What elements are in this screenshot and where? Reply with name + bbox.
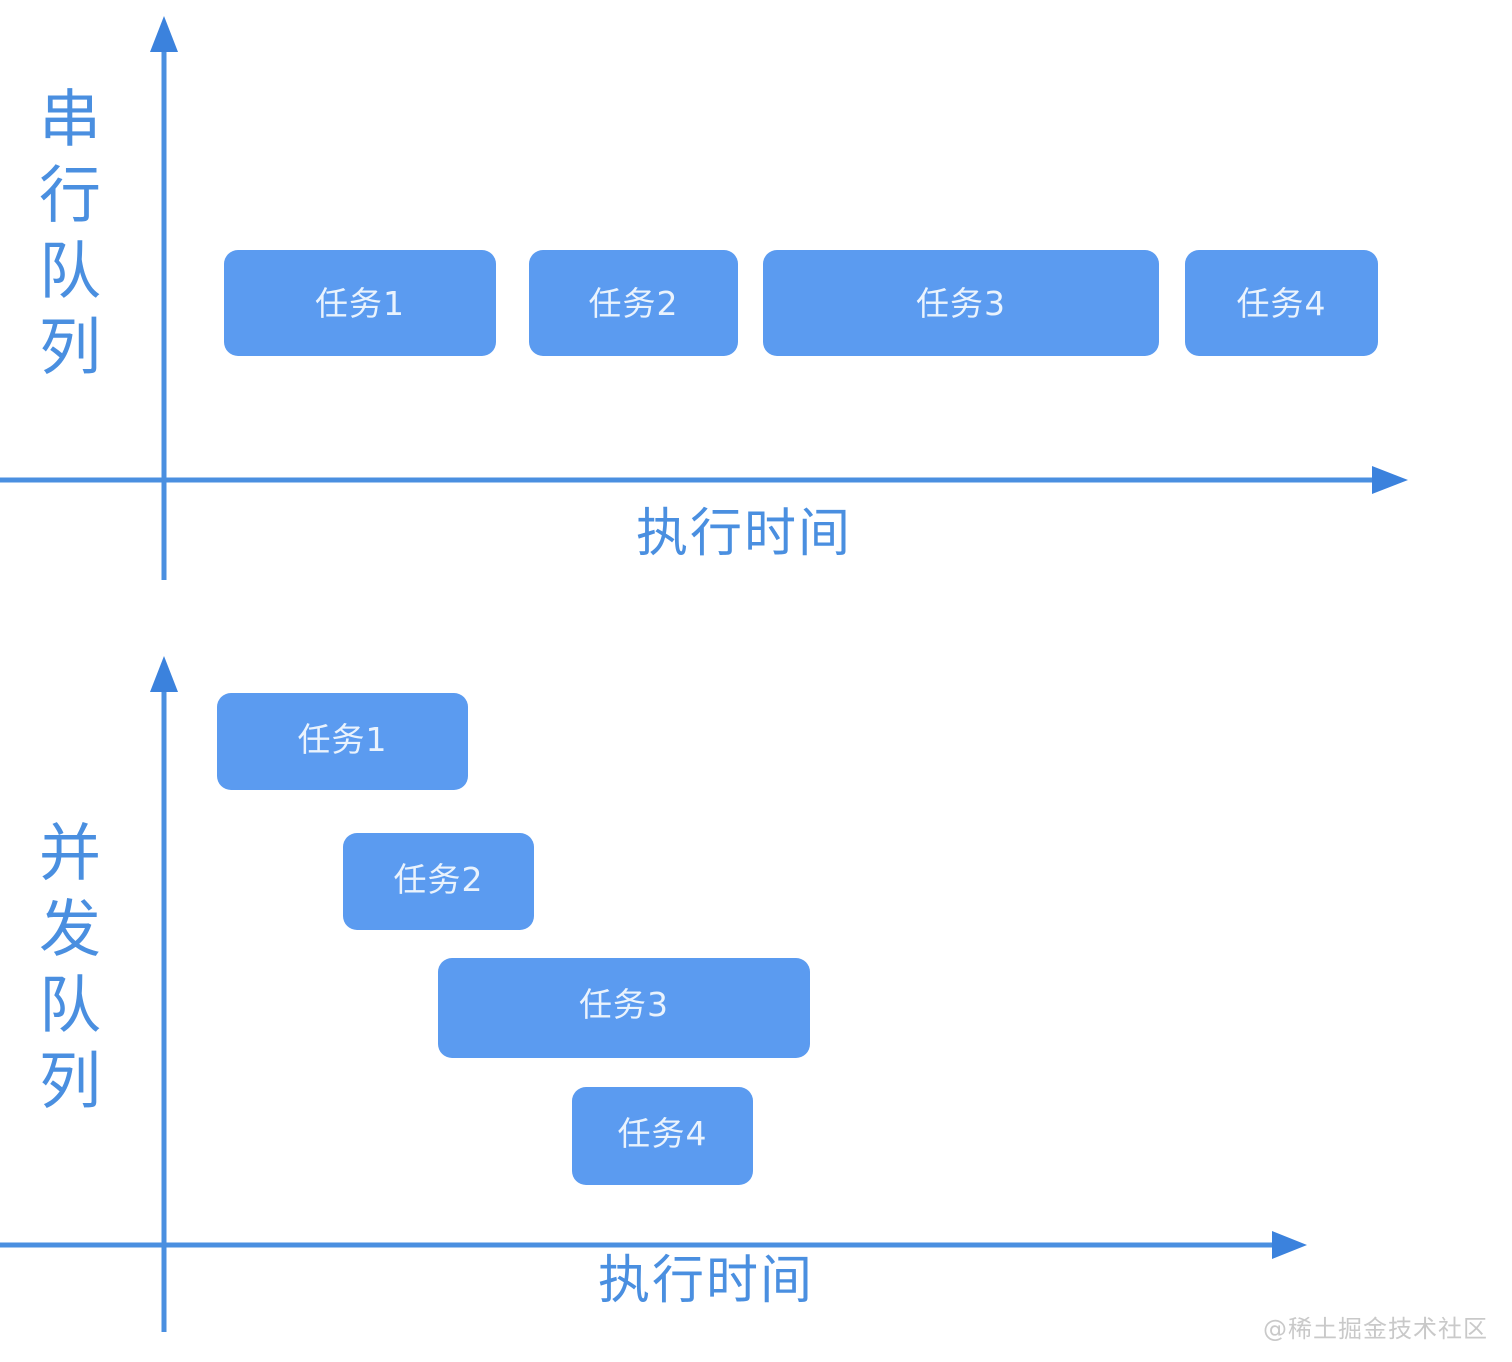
task-bar[interactable]: 任务2 — [529, 250, 738, 356]
task-bar-label: 任务4 — [617, 1114, 708, 1153]
serial-queue-chart: 串行队列 执行时间 任务1 任务2 任务3 任务4 — [0, 0, 1512, 640]
serial-chart-axes — [0, 16, 1408, 580]
task-bar[interactable]: 任务3 — [763, 250, 1159, 356]
task-bar[interactable]: 任务2 — [343, 833, 534, 930]
task-bar-label: 任务4 — [1236, 283, 1327, 323]
x-axis-arrow-icon — [1372, 466, 1408, 494]
y-axis-arrow-icon — [150, 656, 178, 692]
task-bar-label: 任务2 — [393, 860, 484, 899]
task-bar[interactable]: 任务3 — [438, 958, 810, 1058]
task-bar-label: 任务2 — [588, 283, 679, 323]
concurrent-chart-axes — [0, 656, 1307, 1332]
task-bar-label: 任务1 — [297, 720, 388, 759]
y-axis-arrow-icon — [150, 16, 178, 52]
concurrent-queue-axis-label: 并发队列 — [28, 820, 101, 1124]
task-bar-label: 任务3 — [916, 283, 1006, 323]
task-bar[interactable]: 任务1 — [217, 693, 468, 790]
serial-x-axis-label: 执行时间 — [636, 504, 853, 564]
serial-queue-axis-label: 串行队列 — [28, 86, 101, 390]
concurrent-x-axis-label: 执行时间 — [598, 1251, 815, 1311]
task-bar[interactable]: 任务4 — [572, 1087, 753, 1185]
task-bar-label: 任务3 — [579, 985, 669, 1024]
x-axis-arrow-icon — [1272, 1231, 1307, 1259]
task-bar-label: 任务1 — [315, 283, 405, 323]
task-bar[interactable]: 任务4 — [1185, 250, 1378, 356]
task-bar[interactable]: 任务1 — [224, 250, 496, 356]
watermark: @稀土掘金技术社区 — [1263, 1315, 1488, 1343]
concurrent-queue-chart: 并发队列 执行时间 任务1 任务2 任务3 任务4 — [0, 640, 1512, 1362]
